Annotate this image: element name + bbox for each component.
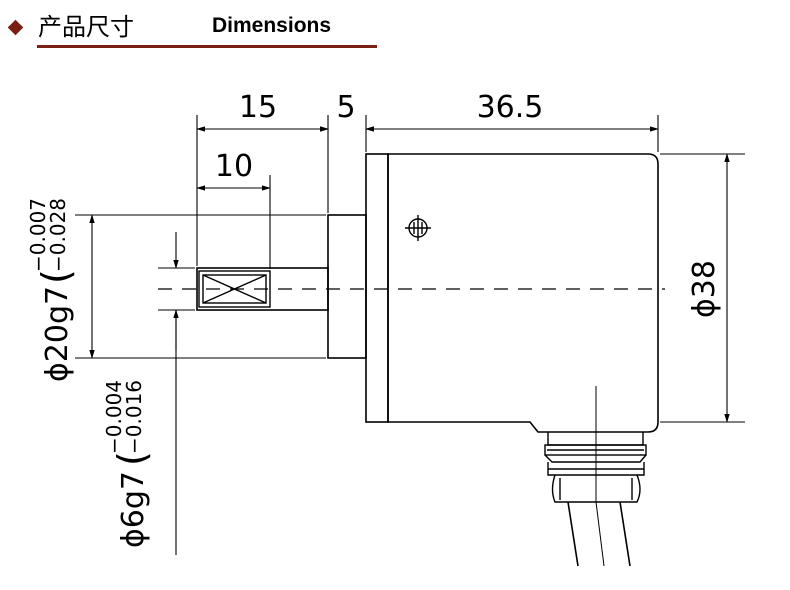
cable-gland	[544, 386, 647, 503]
paren-open-20: (	[34, 269, 78, 284]
dimension-diameter-20-group: ϕ20g7 ( −0.007 −0.028	[26, 198, 78, 382]
screw-icon	[405, 215, 431, 241]
dimension-5-label: 5	[336, 90, 355, 125]
dimension-diameter-20-label: ϕ20g7	[40, 286, 75, 382]
tolerance-6-lower: −0.016	[122, 380, 146, 454]
header-underline	[37, 45, 377, 48]
tolerance-20-upper: −0.007	[26, 198, 50, 272]
tolerance-6-upper: −0.004	[102, 380, 126, 454]
paren-open-6: (	[110, 451, 154, 466]
section-header: 产品尺寸 Dimensions	[0, 0, 790, 50]
dimension-diameter-6-group: ϕ6g7 ( −0.004 −0.016	[102, 380, 154, 548]
dimension-36-5-label: 36.5	[477, 90, 544, 125]
dimension-diameter-38-label: ϕ38	[687, 260, 722, 318]
dimension-10-label: 10	[215, 149, 253, 184]
cable	[567, 501, 631, 567]
section-title-chinese: 产品尺寸	[38, 13, 134, 41]
tolerance-20-lower: −0.028	[46, 198, 70, 272]
encoder-body	[196, 153, 659, 433]
section-title-english: Dimensions	[212, 14, 332, 37]
dimension-lines	[89, 126, 730, 555]
dimension-diameter-6-label: ϕ6g7	[116, 471, 151, 548]
dimension-15-label: 15	[239, 90, 277, 125]
